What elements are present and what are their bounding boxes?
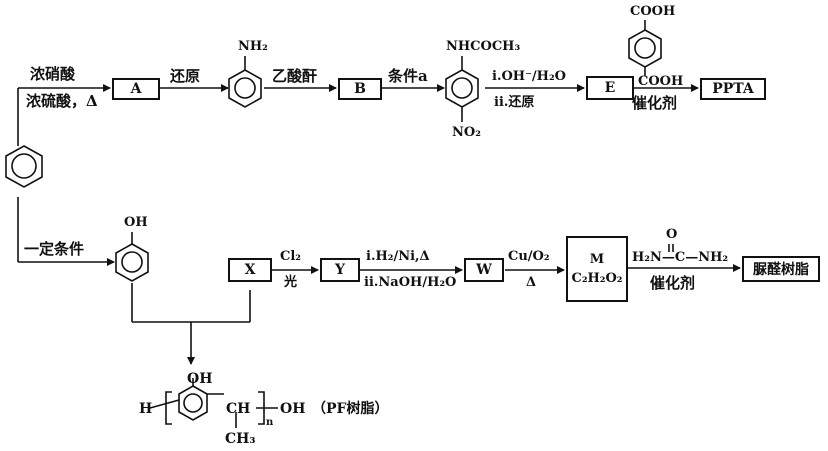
aniline-ring [228, 56, 262, 108]
aniline-nh2: NH₂ [238, 39, 268, 54]
phenol-oh: OH [124, 215, 148, 230]
step-reduce-2: ⅱ.还原 [494, 95, 535, 110]
box-b: B [338, 78, 382, 100]
reagent-nitric-acid: 浓硝酸 [30, 65, 76, 83]
phenol-ring [115, 232, 149, 282]
box-e: E [586, 76, 634, 100]
step-naoh: ⅱ.NaOH/H₂O [364, 275, 457, 290]
box-y: Y [320, 258, 360, 282]
reagent-heat: Δ [526, 275, 537, 290]
box-ppta: PPTA [700, 78, 766, 100]
step-certain-conditions: 一定条件 [24, 240, 85, 258]
pf-resin-ring [149, 378, 278, 428]
step-acetic-anhydride: 乙酸酐 [272, 67, 318, 85]
tpa-cooh-bottom: COOH [638, 74, 684, 89]
pf-label: （PF树脂） [312, 400, 388, 417]
pf-resin-texts: OH H CH n OH CH₃ （PF树脂） [139, 371, 388, 447]
reagent-sulfuric-acid: 浓硫酸，Δ [26, 92, 98, 110]
box-x: X [228, 258, 272, 282]
step-hydrolysis: ⅰ.OH⁻/H₂O [492, 69, 566, 84]
reagent-light: 光 [284, 275, 298, 290]
pf-ch: CH [226, 401, 250, 417]
acetanilide-group: NHCOCH₃ [446, 39, 521, 54]
pf-h: H [139, 401, 152, 417]
urea-oxygen: O [666, 227, 678, 242]
reagent-cu-o2: Cu/O₂ [508, 249, 550, 264]
step-h2-ni: ⅰ.H₂/Ni,Δ [366, 249, 430, 264]
pf-n: n [266, 417, 274, 428]
box-m-letter: M [589, 252, 605, 267]
step-reduce: 还原 [170, 67, 201, 85]
reagent-cl2: Cl₂ [280, 249, 301, 264]
urea-formula: H₂N—C—NH₂ [632, 250, 729, 265]
terephthalic-ring [628, 20, 662, 76]
nitroacetanilide-ring [445, 56, 479, 122]
step-condition-a: 条件a [388, 67, 428, 85]
pf-ch3: CH₃ [225, 431, 256, 447]
box-w: W [464, 258, 504, 282]
catalyst-label: 催化剂 [632, 94, 678, 112]
pf-oh-end: OH [280, 401, 305, 417]
box-a: A [112, 78, 160, 100]
nitro-group: NO₂ [452, 125, 481, 140]
box-m: M C₂H₂O₂ [566, 236, 628, 302]
tpa-cooh-top: COOH [630, 4, 676, 19]
benzene-ring-start [5, 145, 43, 188]
box-urea-resin: 脲醛树脂 [742, 256, 820, 282]
box-m-formula: C₂H₂O₂ [571, 271, 623, 286]
catalyst-label-2: 催化剂 [650, 274, 696, 292]
pf-oh: OH [187, 371, 212, 387]
